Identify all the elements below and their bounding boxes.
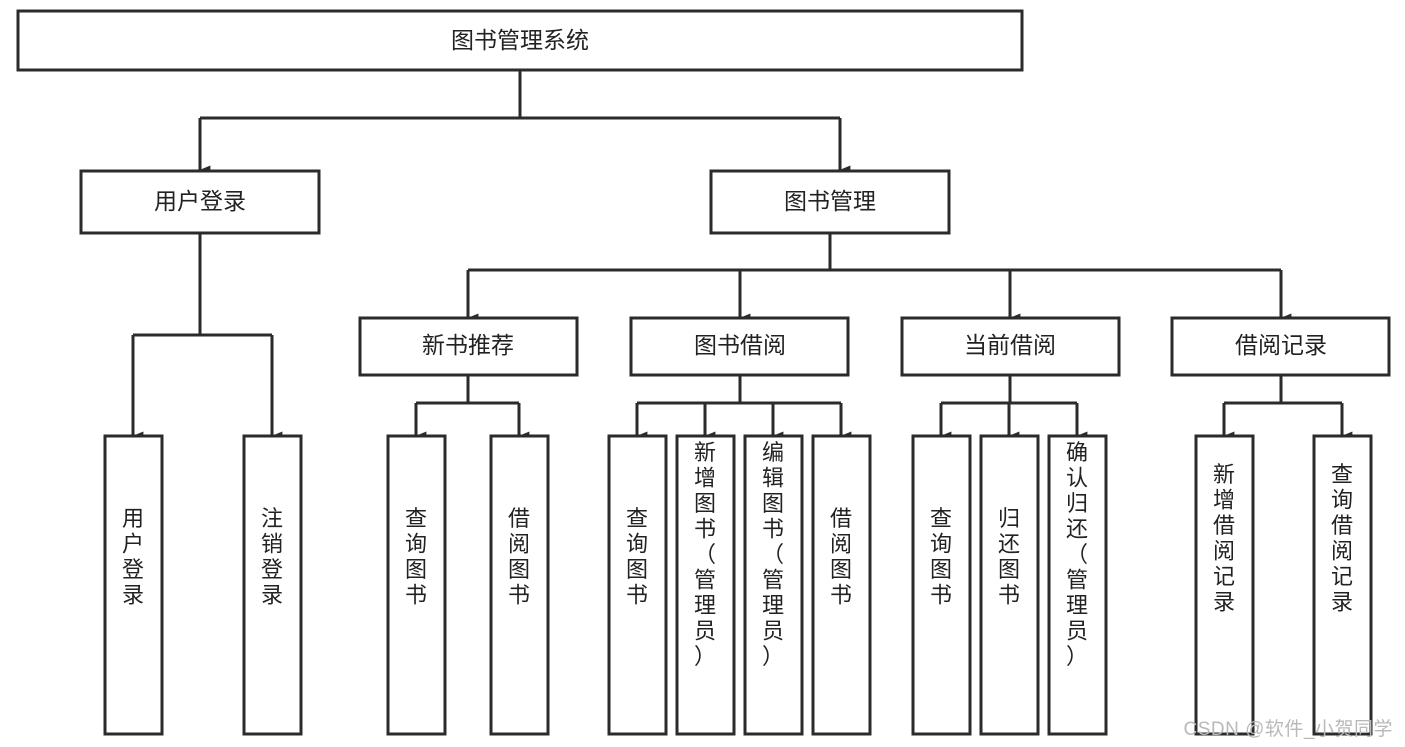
leaf-box[interactable]	[607, 434, 668, 736]
leaf-user-login-1[interactable]: 用户登录	[103, 434, 164, 736]
leaf-new-book-2[interactable]: 借阅图书	[489, 434, 550, 736]
node-user-login-box[interactable]	[79, 169, 321, 235]
leaf-current-borrow-3[interactable]: 确认归还（管理员）	[1047, 434, 1108, 736]
leaf-user-login-2[interactable]: 注销登录	[242, 434, 303, 736]
node-current-borrow[interactable]: 当前借阅	[900, 316, 1121, 377]
leaf-box[interactable]	[103, 434, 164, 736]
node-borrow-record-box[interactable]	[1170, 316, 1391, 377]
node-new-book-recommend-box[interactable]	[358, 316, 579, 377]
node-root[interactable]: 图书管理系统	[16, 9, 1024, 72]
leaf-box[interactable]	[386, 434, 447, 736]
leaf-box[interactable]	[1312, 434, 1373, 736]
node-borrow-record[interactable]: 借阅记录	[1170, 316, 1391, 377]
leaf-box[interactable]	[242, 434, 303, 736]
node-new-book-recommend[interactable]: 新书推荐	[358, 316, 579, 377]
node-root-label: 图书管理系统	[451, 27, 589, 53]
leaf-current-borrow-1[interactable]: 查询图书	[911, 434, 972, 736]
leaf-box[interactable]	[1194, 434, 1255, 736]
leaf-label: 查询借阅记录	[1331, 462, 1353, 615]
leaf-label: 注销登录	[261, 506, 283, 608]
leaf-borrow-record-1[interactable]: 新增借阅记录	[1194, 434, 1255, 736]
leaf-book-borrow-2[interactable]: 新增图书（管理员）	[675, 434, 736, 736]
node-book-borrow-label: 图书借阅	[694, 332, 786, 358]
leaf-box[interactable]	[743, 434, 804, 736]
node-book-borrow[interactable]: 图书借阅	[629, 316, 850, 377]
leaf-box[interactable]	[979, 434, 1040, 736]
leaf-box[interactable]	[489, 434, 550, 736]
leaf-label: 借阅图书	[508, 506, 530, 608]
leaf-label: 借阅图书	[830, 506, 852, 608]
leaf-label: 新增图书（管理员）	[694, 440, 716, 669]
leaf-label: 确认归还（管理员）	[1066, 440, 1088, 669]
leaf-label: 归还图书	[998, 506, 1020, 608]
leaf-box[interactable]	[911, 434, 972, 736]
leaf-label: 新增借阅记录	[1213, 462, 1235, 615]
connector-layer	[131, 70, 1353, 441]
node-user-login[interactable]: 用户登录	[79, 169, 321, 235]
csdn-watermark: CSDN @软件_小贺同学	[1183, 719, 1393, 740]
leaf-new-book-1[interactable]: 查询图书	[386, 434, 447, 736]
node-root-box[interactable]	[16, 9, 1024, 72]
node-book-manage[interactable]: 图书管理	[709, 169, 951, 235]
leaf-label: 查询图书	[626, 506, 648, 608]
leaf-label: 查询图书	[930, 506, 952, 608]
leaf-book-borrow-3[interactable]: 编辑图书（管理员）	[743, 434, 804, 736]
node-user-login-label: 用户登录	[154, 188, 246, 214]
node-borrow-record-label: 借阅记录	[1235, 332, 1327, 358]
leaf-label: 编辑图书（管理员）	[762, 440, 784, 669]
leaf-label: 查询图书	[405, 506, 427, 608]
node-current-borrow-box[interactable]	[900, 316, 1121, 377]
leaf-current-borrow-2[interactable]: 归还图书	[979, 434, 1040, 736]
leaf-label: 用户登录	[122, 506, 144, 608]
leaf-borrow-record-2[interactable]: 查询借阅记录	[1312, 434, 1373, 736]
leaf-book-borrow-4[interactable]: 借阅图书	[811, 434, 872, 736]
leaf-book-borrow-1[interactable]: 查询图书	[607, 434, 668, 736]
leaf-box[interactable]	[1047, 434, 1108, 736]
node-book-manage-box[interactable]	[709, 169, 951, 235]
leaf-box[interactable]	[811, 434, 872, 736]
node-new-book-recommend-label: 新书推荐	[422, 332, 514, 358]
node-book-borrow-box[interactable]	[629, 316, 850, 377]
node-current-borrow-label: 当前借阅	[964, 332, 1056, 358]
node-book-manage-label: 图书管理	[784, 188, 876, 214]
leaf-box[interactable]	[675, 434, 736, 736]
